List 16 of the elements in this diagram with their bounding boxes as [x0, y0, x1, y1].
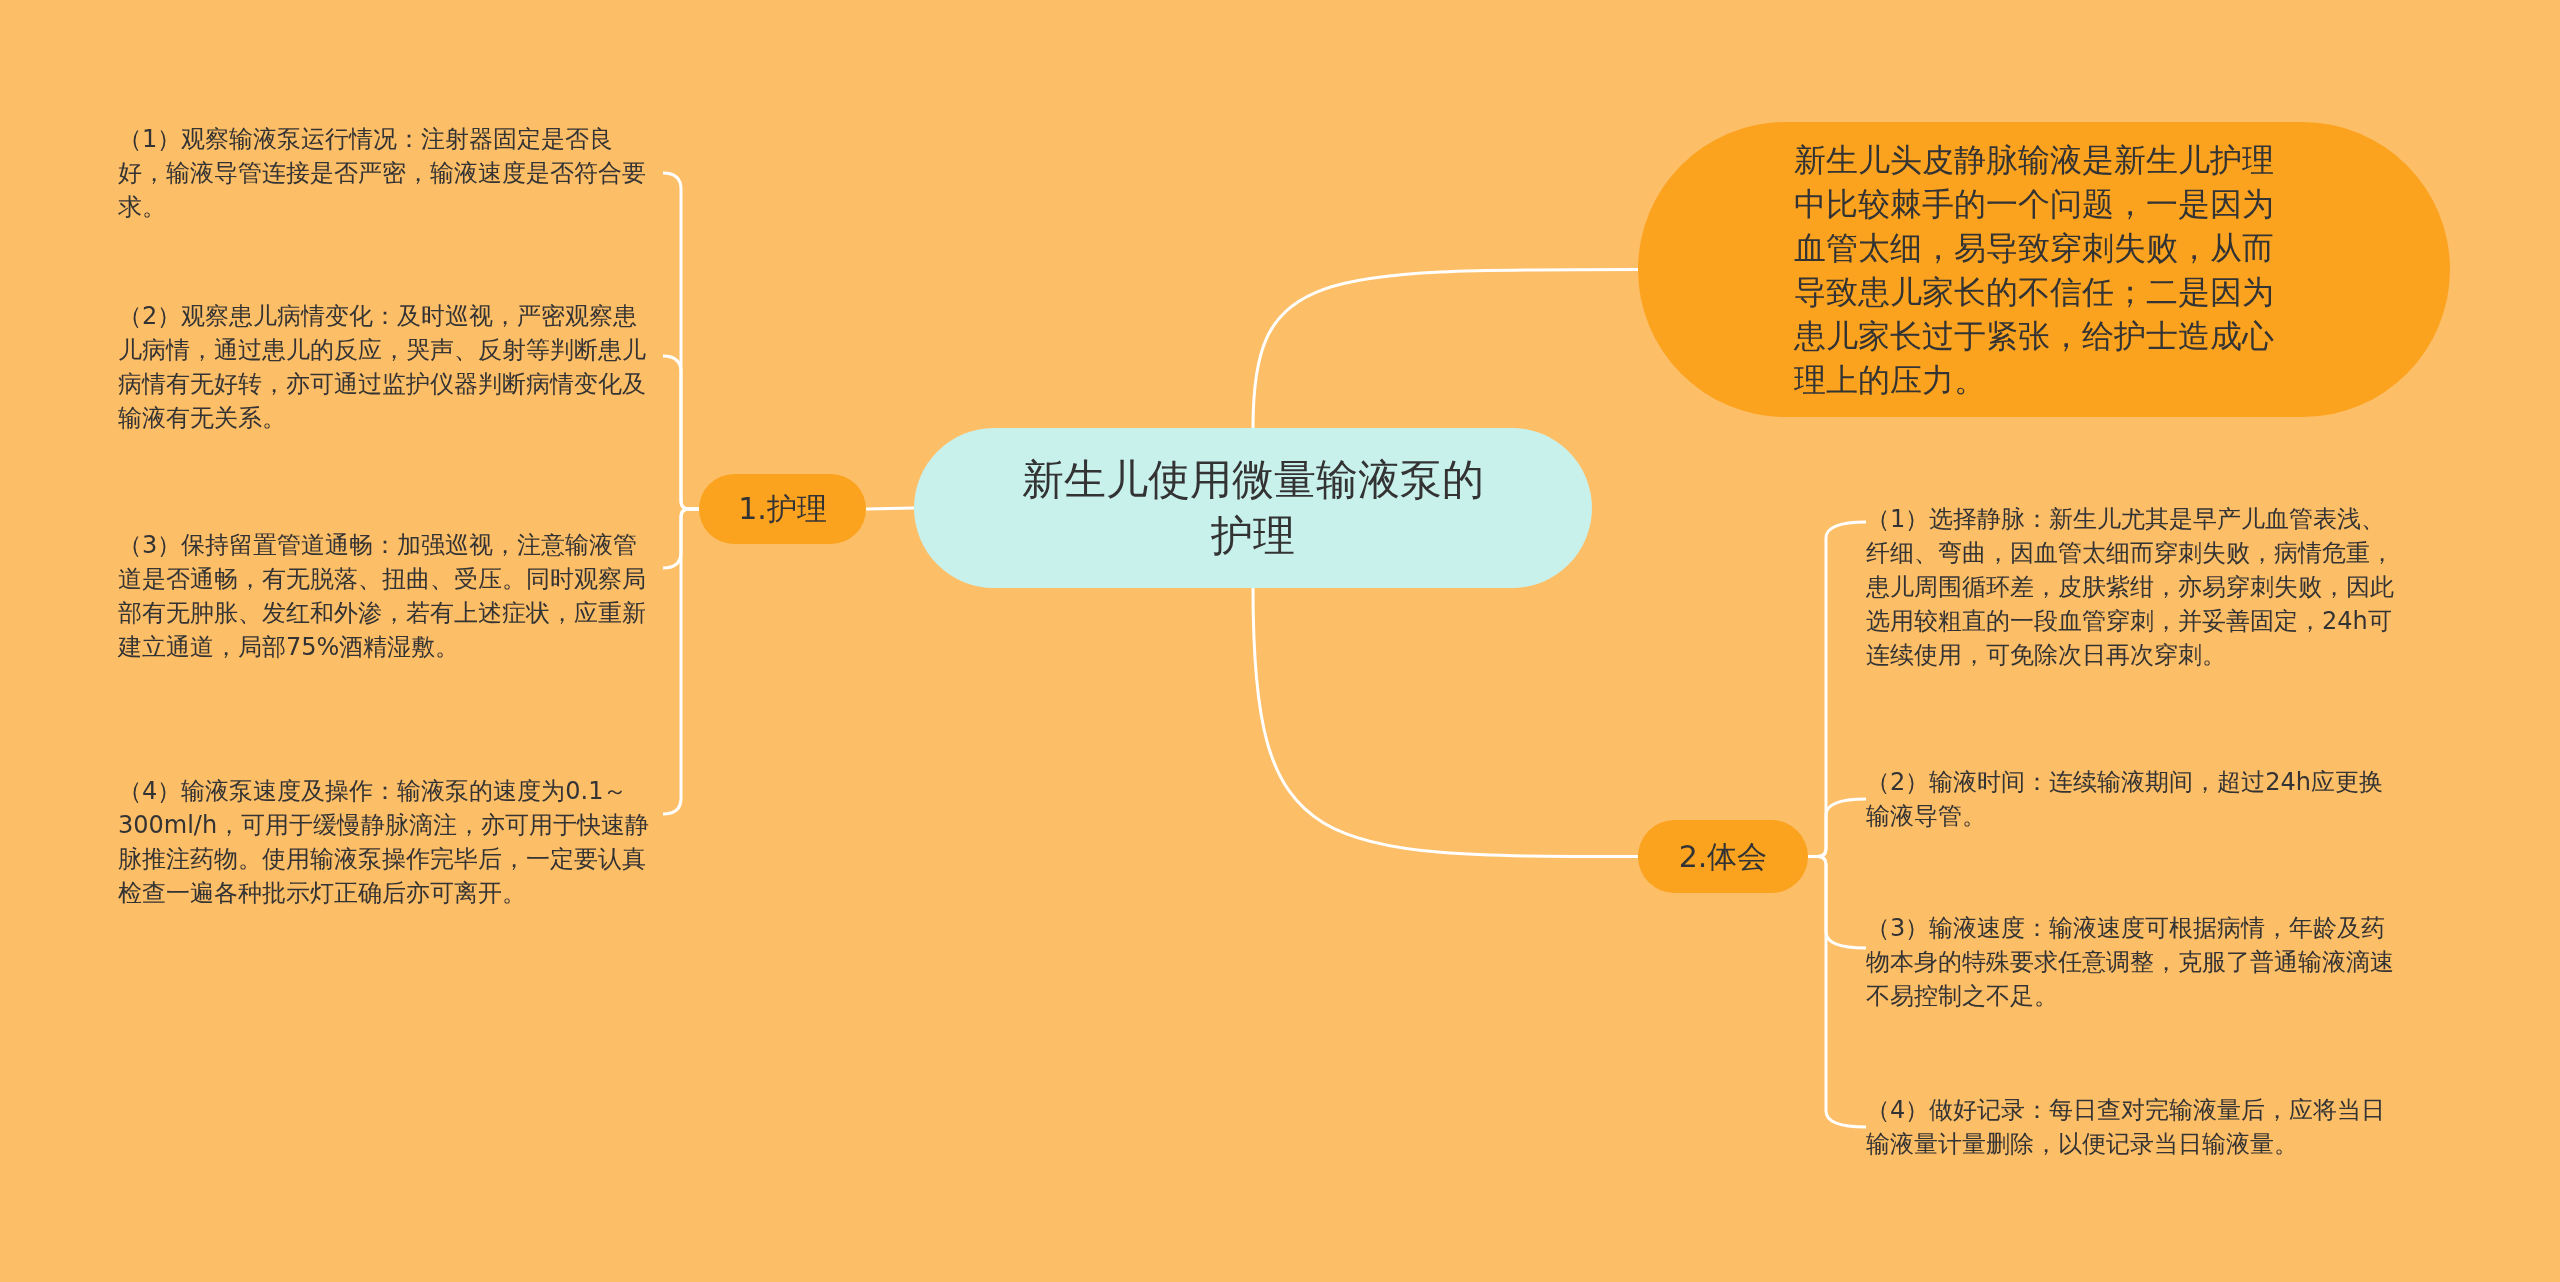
note-text: （3）输液速度：输液速度可根据病情，年龄及药物本身的特殊要求任意调整，克服了普通输液滴速不易控制之不足。	[1866, 913, 2395, 1012]
connector-line	[865, 506, 915, 511]
note-text: （2）输液时间：连续输液期间，超过24h应更换输液导管。	[1866, 767, 2385, 832]
connector-line	[1808, 855, 1867, 1129]
topic-label: 2.体会	[1678, 838, 1768, 875]
topic-label: 新生儿头皮静脉输液是新生儿护理中比较棘手的一个问题，一是因为血管太细，易导致穿刺失败，从而导致患儿家长的不信任；二是因为患儿家长过于紧张，给护士造成心理上的压力。	[1794, 139, 2275, 401]
note-text: （1）观察输液泵运行情况：注射器固定是否良好，输液导管连接是否严密，输液速度是否符合要求。	[118, 124, 647, 223]
topic-label: 1.护理	[738, 491, 827, 527]
topic-label: 新生儿使用微量输液泵的护理	[1021, 454, 1485, 562]
note-text: （2）观察患儿病情变化：及时巡视，严密观察患儿病情，通过患儿的反应，哭声、反射等判断患儿病情有无好转，亦可通过监护仪器判断病情变化及输液有无关系。	[118, 301, 647, 434]
note-text: （4）输液泵速度及操作：输液泵的速度为0.1～300ml/h，可用于缓慢静脉滴注，亦可用于快速静脉推注药物。使用输液泵操作完毕后，一定要认真检查一遍各种批示灯正确后亦可离开。	[118, 776, 651, 909]
connector-line	[1251, 587, 1638, 858]
note-text: （4）做好记录：每日查对完输液量后，应将当日输液量计量删除，以便记录当日输液量。	[1866, 1095, 2387, 1160]
connector-line	[1251, 268, 1638, 429]
note-text: （1）选择静脉：新生儿尤其是早产儿血管表浅、纤细、弯曲，因血管太细而穿刺失败，病情危重，患儿周围循环差，皮肤紫绀，亦易穿刺失败，因此选用较粗直的一段血管穿刺，并妥善固定，24h可连续使用，可免除次日再次穿刺。	[1866, 504, 2395, 671]
note-text: （3）保持留置管道通畅：加强巡视，注意输液管道是否通畅，有无脱落、扭曲、受压。同时观察局部有无肿胀、发红和外渗，若有上述症状，应重新建立通道，局部75%酒精湿敷。	[118, 530, 647, 663]
